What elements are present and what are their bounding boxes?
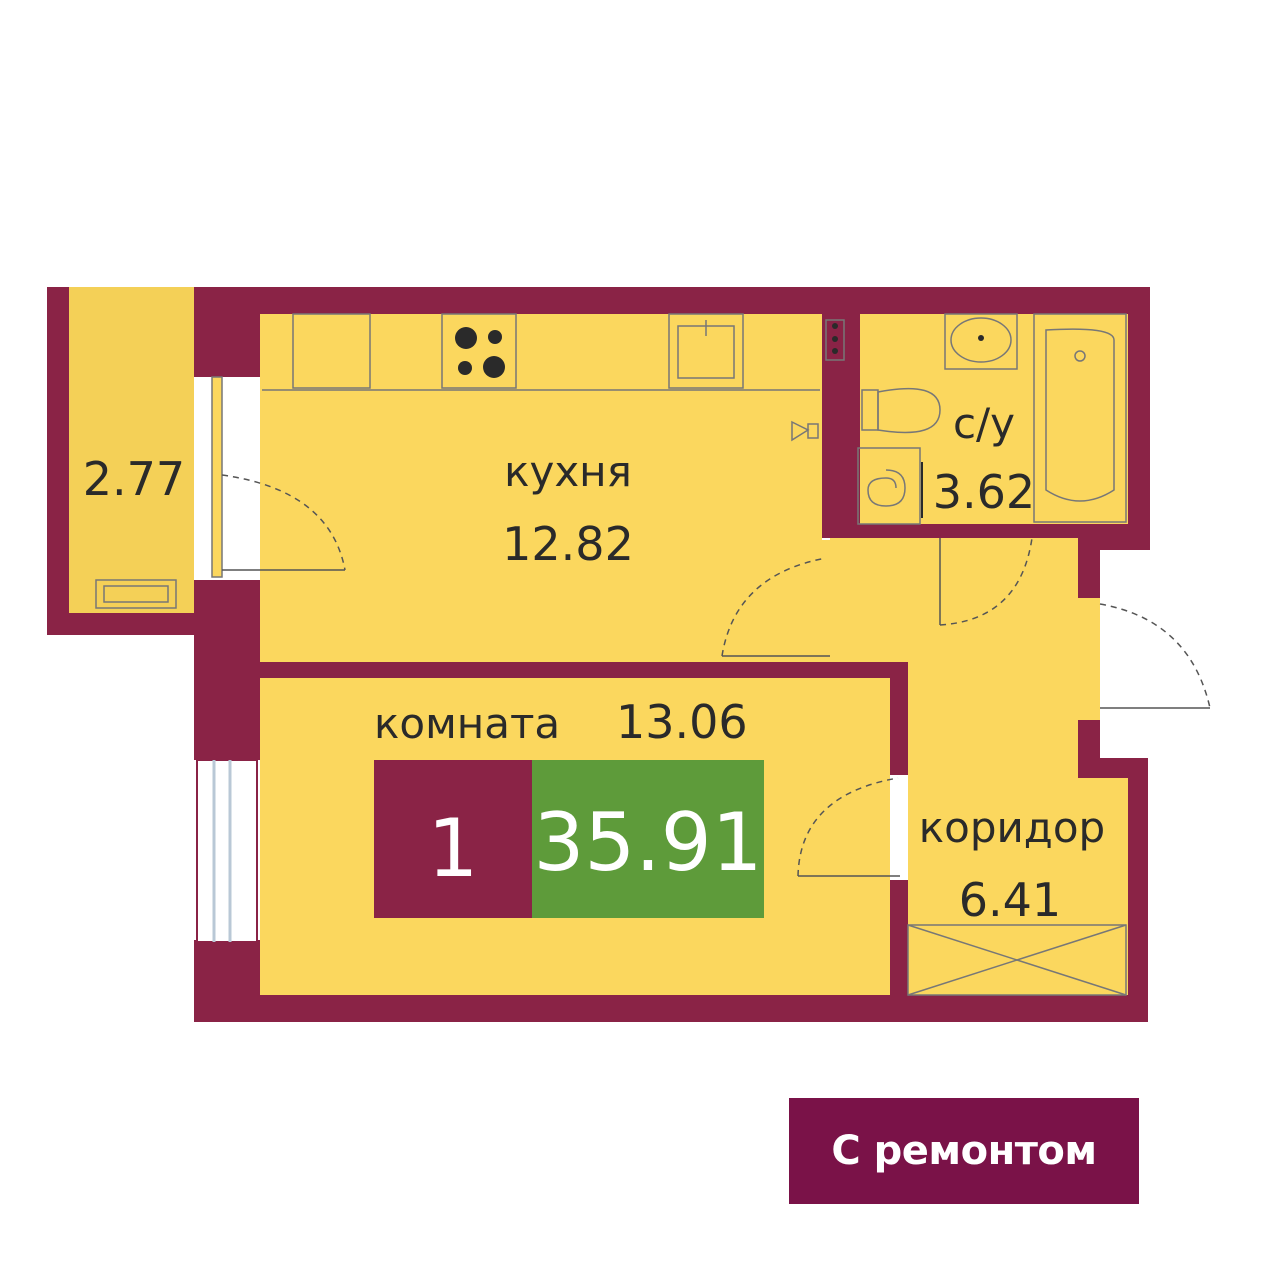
entry-floor <box>1078 598 1100 720</box>
bathroom-area: 3.62 <box>933 465 1035 519</box>
living-area: 13.06 <box>616 695 748 749</box>
living-label: комната <box>374 699 560 748</box>
bathtub-icon <box>1033 313 1127 523</box>
wardrobe-icon <box>907 924 1127 996</box>
floors <box>69 287 1128 995</box>
bathroom-fixtures <box>857 313 1127 525</box>
rooms-count: 1 <box>428 802 479 895</box>
renovation-tag[interactable]: С ремонтом <box>789 1098 1139 1204</box>
corridor-area: 6.41 <box>959 873 1061 927</box>
corridor-floor-lower <box>908 660 1078 780</box>
balcony-floor <box>69 287 194 613</box>
kitchen-floor <box>260 314 822 662</box>
radiator-icon <box>95 579 177 609</box>
windows <box>196 376 258 943</box>
sink-icon <box>668 313 744 389</box>
washbasin-icon <box>944 313 1018 370</box>
stove-icon <box>441 313 517 389</box>
toilet-icon <box>861 387 941 434</box>
kitchen-furniture <box>262 313 845 442</box>
kitchen-label: кухня <box>504 447 632 496</box>
rooms-count-badge <box>374 760 532 918</box>
total-area: 35.91 <box>533 796 762 889</box>
washer-icon <box>857 447 921 525</box>
corridor-label: коридор <box>919 803 1105 852</box>
bathroom-label: с/у <box>953 399 1015 448</box>
walls <box>47 287 1150 1022</box>
corridor-floor-bottom <box>908 778 1128 995</box>
doors <box>221 474 1211 877</box>
kitchen-area: 12.82 <box>502 517 634 571</box>
living-window <box>196 759 258 943</box>
balcony-area: 2.77 <box>83 452 185 506</box>
corridor-floor <box>830 538 1078 662</box>
balcony-door <box>211 376 223 578</box>
total-area-badge <box>532 760 764 918</box>
